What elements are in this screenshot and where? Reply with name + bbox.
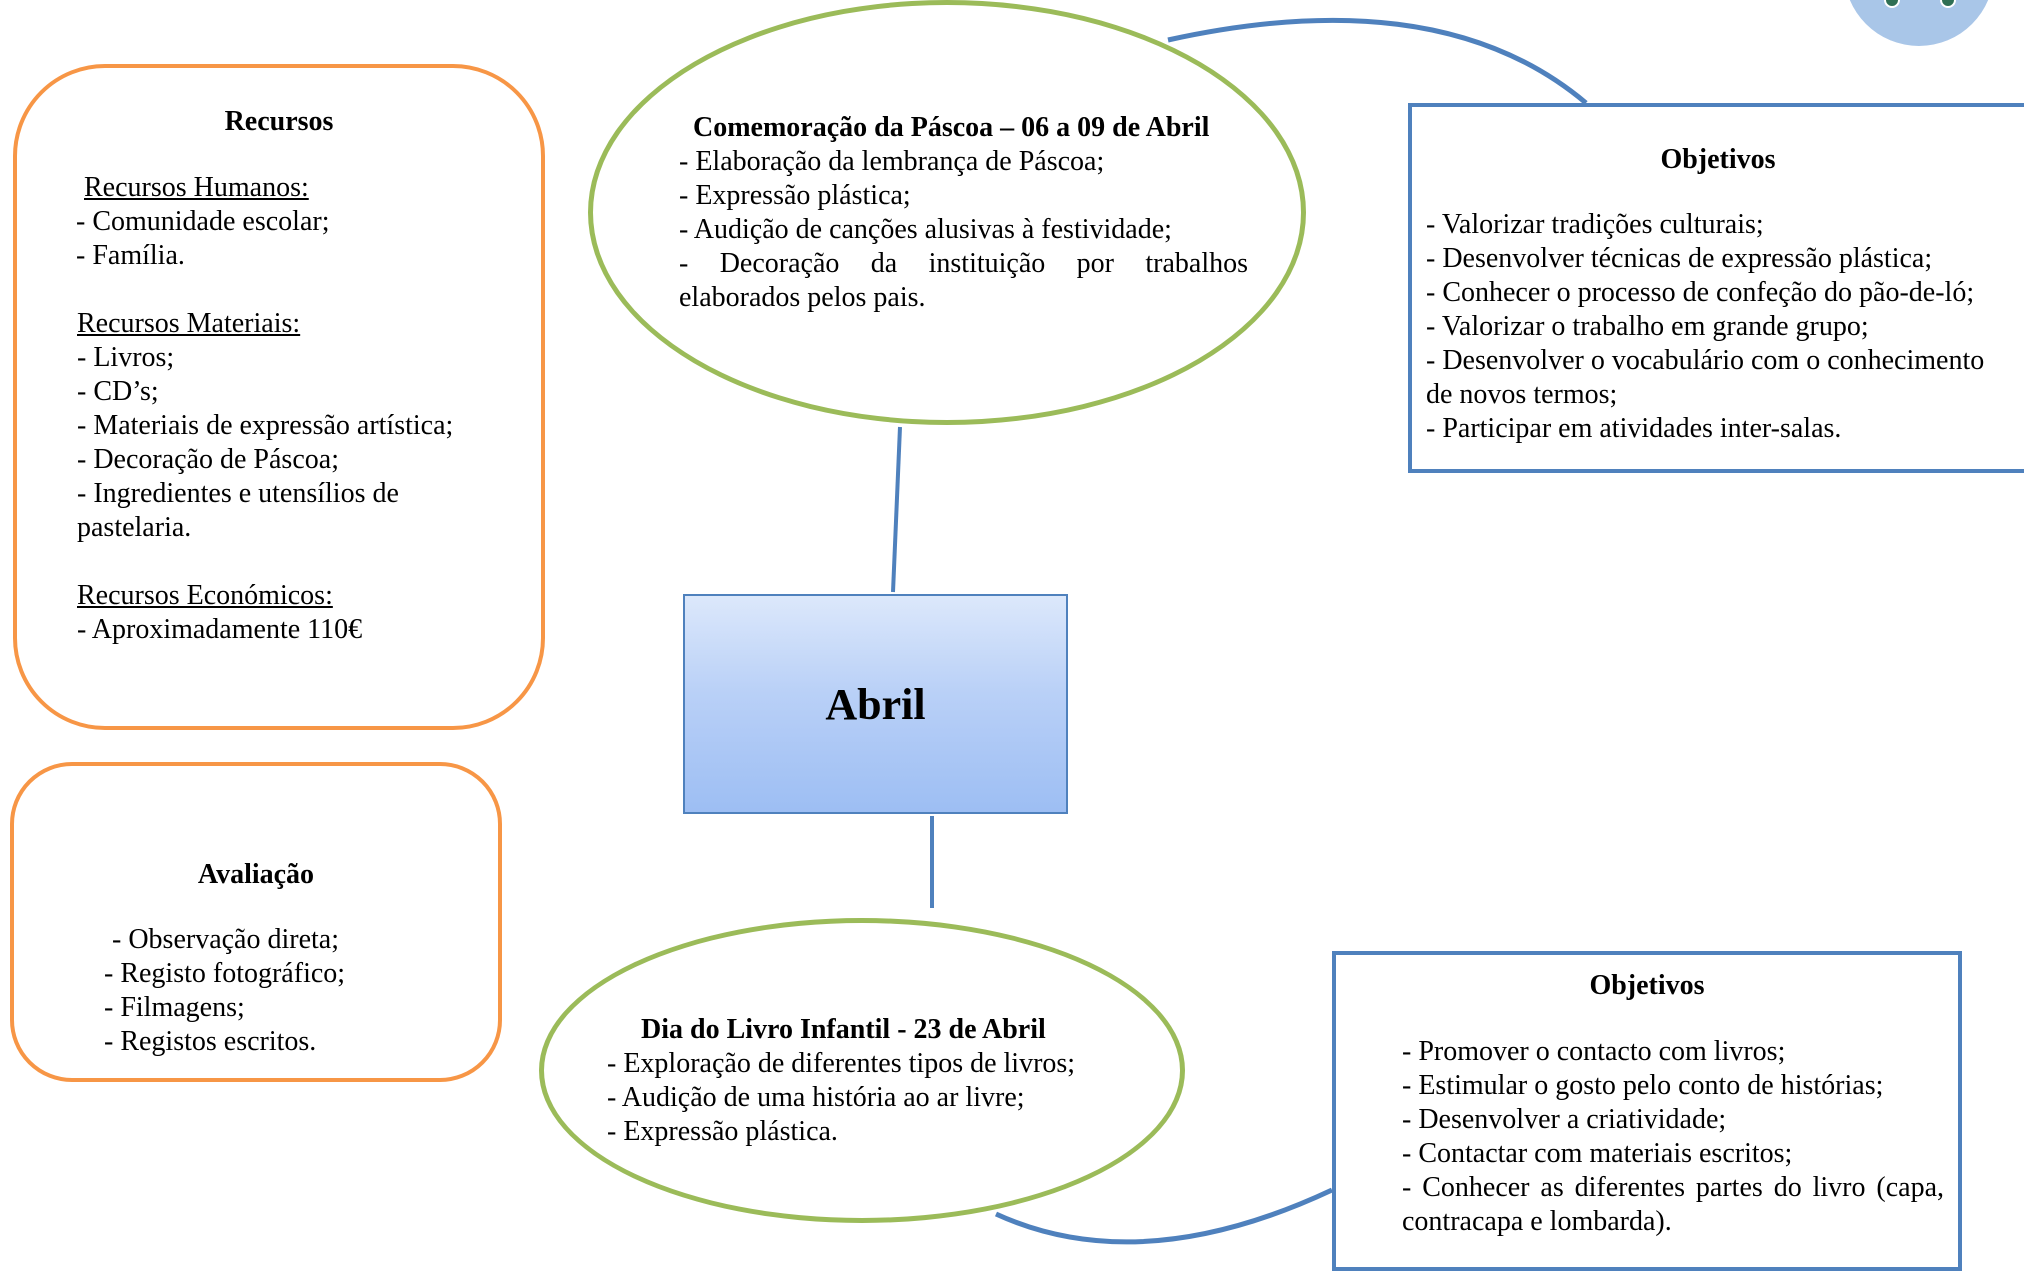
- recursos-box: Recursos Recursos Humanos: - Comunidade …: [13, 64, 545, 730]
- objetivos-pascoa-item: - Participar em atividades inter-salas.: [1426, 413, 1842, 444]
- objetivos-livro-item: contracapa e lombarda).: [1402, 1206, 1672, 1237]
- pascoa-item: - Decoração da instituição por trabalhos: [679, 248, 1248, 279]
- recursos-materiais-item: - Materiais de expressão artística;: [77, 410, 454, 441]
- recursos-materiais-item: - Livros;: [77, 342, 175, 373]
- logo-wheel-left: [1884, 0, 1900, 8]
- livro-content: Dia do Livro Infantil - 23 de Abril - Ex…: [607, 1013, 1075, 1149]
- livro-item: - Expressão plástica.: [607, 1116, 838, 1147]
- pascoa-item: - Elaboração da lembrança de Páscoa;: [679, 146, 1105, 177]
- objetivos-pascoa-item: - Conhecer o processo de confeção do pão…: [1426, 277, 1975, 308]
- objetivos-pascoa-item: - Valorizar tradições culturais;: [1426, 209, 1764, 240]
- recursos-content: Recursos Humanos: - Comunidade escolar; …: [76, 171, 454, 647]
- avaliacao-item: - Registos escritos.: [104, 1026, 317, 1057]
- recursos-humanos-heading: Recursos Humanos:: [84, 172, 309, 203]
- pascoa-title: Comemoração da Páscoa – 06 a 09 de Abril: [693, 112, 1210, 143]
- objetivos-livro-box: Objetivos - Promover o contacto com livr…: [1332, 951, 1962, 1271]
- recursos-materiais-item: - Decoração de Páscoa;: [77, 444, 339, 475]
- objetivos-pascoa-box: Objetivos - Valorizar tradições culturai…: [1408, 103, 2024, 473]
- pascoa-ellipse: [588, 0, 1306, 425]
- recursos-materiais-item: - CD’s;: [77, 376, 159, 407]
- recursos-economicos-item: - Aproximadamente 110€: [77, 614, 363, 645]
- center-label: Abril: [825, 679, 926, 729]
- livro-ellipse: [539, 918, 1185, 1223]
- logo-wheel-right: [1940, 0, 1956, 8]
- avaliacao-title: Avaliação: [197, 859, 315, 890]
- livro-title: Dia do Livro Infantil - 23 de Abril: [641, 1014, 1046, 1045]
- avaliacao-item: - Observação direta;: [112, 924, 339, 955]
- objetivos-livro-item: - Contactar com materiais escritos;: [1402, 1138, 1793, 1169]
- avaliacao-item: - Filmagens;: [104, 992, 245, 1023]
- avaliacao-item: - Registo fotográfico;: [104, 958, 346, 989]
- avaliacao-content: - Observação direta; - Registo fotográfi…: [104, 923, 345, 1059]
- recursos-materiais-item: - Ingredientes e utensílios de: [77, 478, 399, 509]
- recursos-materiais-heading: Recursos Materiais:: [77, 308, 301, 339]
- recursos-humanos-item: - Comunidade escolar;: [76, 206, 330, 237]
- connector-livro-objetivos: [994, 1187, 1334, 1245]
- recursos-economicos-heading: Recursos Económicos:: [77, 580, 333, 611]
- objetivos-livro-item: - Desenvolver a criatividade;: [1402, 1104, 1727, 1135]
- recursos-materiais-item: pastelaria.: [77, 512, 192, 543]
- connector-pascoa-abril: [891, 426, 902, 593]
- objetivos-livro-content: - Promover o contacto com livros; - Esti…: [1402, 1035, 1944, 1239]
- objetivos-pascoa-item: - Desenvolver técnicas de expressão plás…: [1426, 243, 1933, 274]
- objetivos-livro-item: - Conhecer as diferentes partes do livro…: [1402, 1172, 1944, 1203]
- livro-item: - Exploração de diferentes tipos de livr…: [607, 1048, 1076, 1079]
- recursos-title: Recursos: [224, 106, 334, 137]
- pascoa-content: Comemoração da Páscoa – 06 a 09 de Abril…: [679, 111, 1248, 315]
- avaliacao-box: Avaliação - Observação direta; - Registo…: [10, 762, 502, 1082]
- objetivos-livro-item: - Estimular o gosto pelo conto de histór…: [1402, 1070, 1884, 1101]
- objetivos-pascoa-content: - Valorizar tradições culturais; - Desen…: [1426, 208, 1984, 446]
- objetivos-livro-item: - Promover o contacto com livros;: [1402, 1036, 1786, 1067]
- objetivos-livro-title: Objetivos: [1589, 970, 1705, 1001]
- objetivos-pascoa-item: - Valorizar o trabalho em grande grupo;: [1426, 311, 1869, 342]
- recursos-humanos-item: - Família.: [76, 240, 185, 271]
- center-node-abril: Abril: [683, 594, 1068, 814]
- objetivos-pascoa-title: Objetivos: [1660, 144, 1776, 175]
- pascoa-item: elaborados pelos pais.: [679, 282, 926, 313]
- connector-pascoa-objetivos: [1167, 17, 1588, 105]
- objetivos-pascoa-item: de novos termos;: [1426, 379, 1618, 410]
- livro-item: - Audição de uma história ao ar livre;: [607, 1082, 1025, 1113]
- pascoa-item: - Audição de canções alusivas à festivid…: [679, 214, 1172, 245]
- pascoa-item: - Expressão plástica;: [679, 180, 911, 211]
- objetivos-pascoa-item: - Desenvolver o vocabulário com o conhec…: [1426, 345, 1985, 376]
